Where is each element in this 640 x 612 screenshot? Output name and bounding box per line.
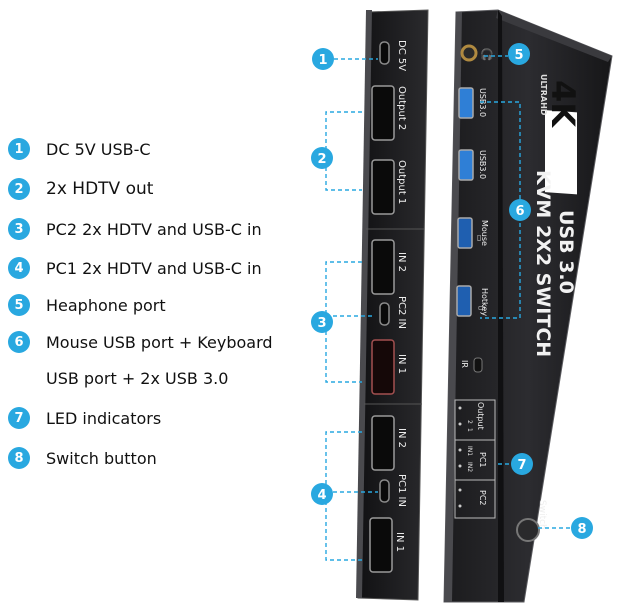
legend-badge: 6	[8, 331, 30, 353]
legend-item-3: 3 PC2 2x HDTV and USB-C in	[8, 216, 262, 242]
legend-item-8: 8 Switch button	[8, 445, 157, 471]
callout-badges: 1 2 3 4 5 6 7 8	[311, 43, 593, 539]
callout-badge-2	[311, 147, 333, 169]
legend-item-6: 6 Mouse USB port + Keyboard	[8, 329, 273, 355]
pc1-in-1-label: IN 1	[394, 532, 405, 552]
svg-text:6: 6	[515, 204, 524, 219]
pc2-in-1-label: IN 1	[396, 354, 407, 374]
legend-item-4: 4 PC1 2x HDTV and USB-C in	[8, 255, 262, 281]
svg-text:2: 2	[317, 152, 326, 167]
legend-text: Heaphone port	[46, 295, 166, 315]
callout-badge-7	[511, 453, 533, 475]
legend-text: DC 5V USB-C	[46, 139, 151, 159]
output-2-label: Output 2	[396, 86, 407, 130]
legend-text: Mouse USB port + Keyboard	[46, 332, 273, 352]
legend-item-1: 1 DC 5V USB-C	[8, 136, 151, 162]
switch-button	[516, 518, 540, 542]
led-indicators: Output 1 2 PC1 IN1 IN2 PC2	[454, 399, 496, 519]
svg-text:4: 4	[317, 488, 326, 503]
usb3-port-2	[458, 149, 474, 181]
callout-badge-5	[508, 43, 530, 65]
hotkey-usb-port	[456, 285, 472, 317]
dc-usb-c-port	[379, 41, 390, 65]
output-led-label: Output	[476, 402, 485, 430]
pc2-hdmi-in-2-port	[371, 239, 395, 295]
legend-text-continued: USB port + 2x USB 3.0	[46, 369, 229, 388]
hotkey-label: Hotkey	[480, 288, 489, 316]
mouse-icon: ▯	[477, 233, 481, 242]
legend-text: LED indicators	[46, 408, 162, 428]
legend-text: Switch button	[46, 448, 157, 468]
ir-label: IR	[460, 360, 469, 368]
title-usb3: USB 3.0	[555, 210, 577, 294]
pc2-led-label: PC2	[478, 490, 487, 506]
pc2-usb-c-port	[379, 302, 390, 326]
legend-item-7: 7 LED indicators	[8, 405, 161, 431]
pc1-hdmi-in-2-port	[371, 415, 395, 471]
badge-ultrahd-text: ULTRAHD	[539, 74, 548, 116]
svg-text:7: 7	[517, 458, 526, 473]
switch-label: Switch	[537, 500, 547, 530]
callout-badge-6	[509, 199, 531, 221]
svg-text:8: 8	[577, 522, 586, 537]
pc1-led-label: PC1	[478, 452, 487, 468]
output-led-1-label: 1	[466, 428, 473, 432]
legend-badge: 8	[8, 447, 30, 469]
legend-badge: 7	[8, 407, 30, 429]
svg-text:1: 1	[318, 53, 327, 68]
headphone-jack	[460, 44, 478, 62]
front-panel: 🎧 USB3.0 USB3.0 Mouse ▯ Hotkey ▭ IR Outp…	[443, 9, 613, 603]
pc1-in-2-label: IN 2	[396, 428, 407, 448]
hdmi-output-2-port	[371, 85, 395, 141]
legend-badge: 1	[8, 138, 30, 160]
keyboard-icon: ▭	[478, 303, 486, 312]
legend-badge: 3	[8, 218, 30, 240]
callout-badge-4	[311, 483, 333, 505]
dc-label: DC 5V	[396, 40, 407, 71]
pc1-led-in2-label: IN2	[466, 462, 473, 472]
legend-badge: 4	[8, 257, 30, 279]
title-kvm-switch: KVM 2X2 SWITCH	[532, 170, 554, 357]
hdmi-output-1-port	[371, 159, 395, 215]
output-led-2-label: 2	[466, 420, 473, 424]
pc1-in-label: PC1 IN	[396, 474, 407, 507]
legend-badge: 2	[8, 178, 30, 200]
pc2-hdmi-in-1-port	[371, 339, 395, 395]
callout-badge-3	[311, 311, 333, 333]
legend-item-5: 5 Heaphone port	[8, 292, 166, 318]
mouse-label: Mouse	[480, 220, 489, 246]
ir-receiver	[473, 357, 483, 373]
legend: 1 DC 5V USB-C 2 2x HDTV out 3 PC2 2x HDT…	[0, 0, 300, 612]
usb3-label-2: USB3.0	[478, 150, 487, 179]
legend-text: PC1 2x HDTV and USB-C in	[46, 258, 262, 278]
pc2-in-label: PC2 IN	[396, 296, 407, 329]
rear-panel: DC 5V Output 2 Output 1 IN 2 PC2 IN IN 1…	[356, 9, 429, 601]
legend-badge: 5	[8, 294, 30, 316]
output-1-label: Output 1	[396, 160, 407, 204]
callout-badge-1	[312, 48, 334, 70]
legend-text: 2x HDTV out	[46, 179, 154, 199]
pc1-hdmi-in-1-port	[369, 517, 393, 573]
badge-4k-text: 4K	[544, 80, 582, 128]
mouse-usb-port	[457, 217, 473, 249]
pc1-usb-c-port	[379, 479, 390, 503]
svg-text:3: 3	[317, 316, 326, 331]
svg-text:5: 5	[514, 48, 523, 63]
headphone-icon: 🎧	[480, 48, 494, 61]
badge-4k: 4K ULTRAHD	[539, 74, 582, 195]
callout-badge-8	[571, 517, 593, 539]
legend-text: PC2 2x HDTV and USB-C in	[46, 219, 262, 239]
usb3-port-1	[458, 87, 474, 119]
pc2-in-2-label: IN 2	[396, 252, 407, 272]
pc1-led-in1-label: IN1	[466, 446, 473, 456]
legend-item-2: 2 2x HDTV out	[8, 176, 153, 202]
